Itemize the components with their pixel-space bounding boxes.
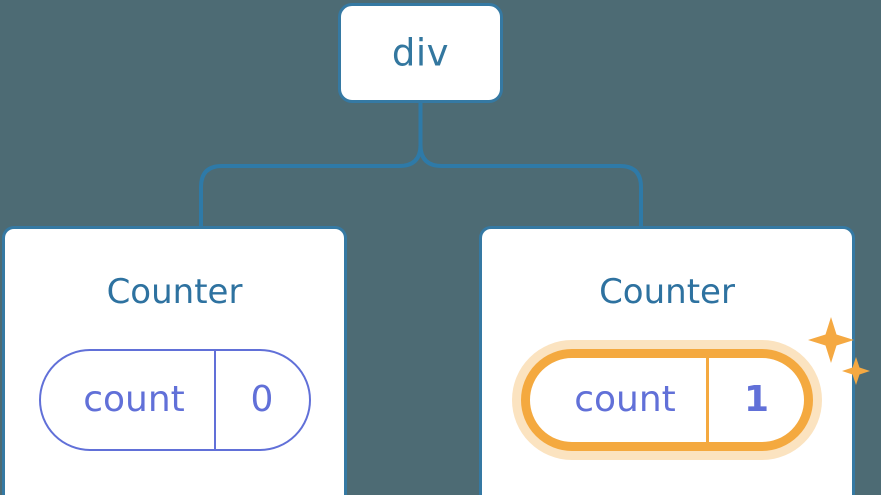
sparkle-small-icon [842,357,870,385]
state-pill-right-key: count [574,379,676,420]
sparkle-large-icon [808,317,854,363]
node-counter-right-title: Counter [599,272,735,312]
state-pill-left-key: count [83,379,185,420]
connector-to-left-counter [199,103,423,228]
node-div[interactable]: div [338,3,503,103]
state-pill-right-value: 1 [706,358,804,442]
state-pill-right-body: count 1 [521,349,813,451]
state-pill-left[interactable]: count 0 [38,349,311,451]
node-counter-left[interactable]: Counter count 0 [2,226,347,495]
connector-to-right-counter [418,103,643,228]
node-counter-right[interactable]: Counter count 1 [479,226,870,495]
state-pill-left-value: 0 [213,351,309,449]
state-pill-right[interactable]: count 1 [521,317,870,451]
node-counter-left-title: Counter [106,272,243,312]
node-div-label: div [391,31,450,75]
state-pill-left-body: count 0 [38,349,311,451]
sparkles-group [808,317,870,385]
